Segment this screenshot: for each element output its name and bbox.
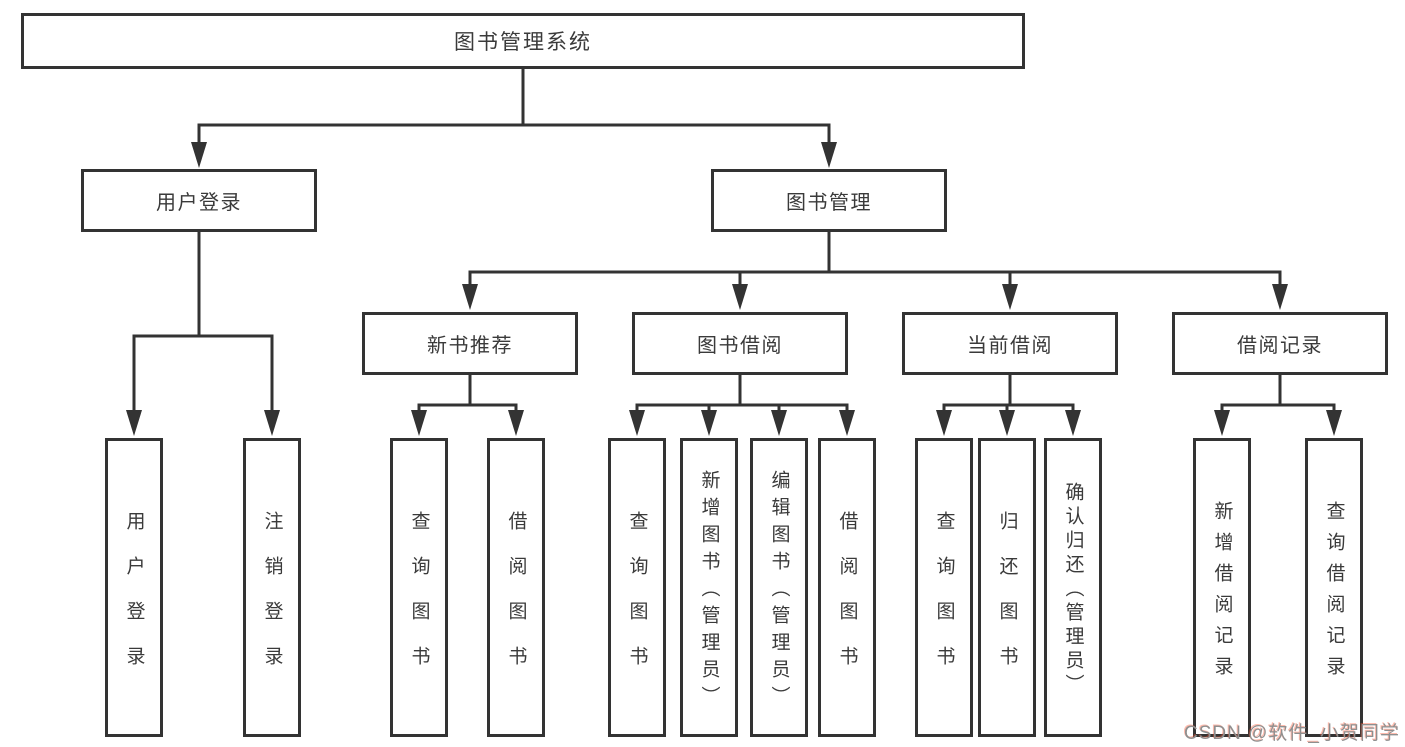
leaf-return-book: 归还图书 [978, 438, 1036, 737]
leaf-label: 注销登录 [261, 510, 283, 691]
leaf-record-add: 新增借阅记录 [1193, 438, 1251, 737]
leaf-confirm-return-admin: 确认归还（管理员） [1044, 438, 1102, 737]
leaf-borrow-add-admin: 新增图书（管理员） [680, 438, 738, 737]
node-new-book-recommend: 新书推荐 [362, 312, 578, 375]
leaf-label: 新增图书（管理员） [698, 470, 720, 713]
leaf-record-query: 查询借阅记录 [1305, 438, 1363, 737]
leaf-current-query: 查询图书 [915, 438, 973, 737]
leaf-borrow-book: 借阅图书 [818, 438, 876, 737]
leaf-newbook-query: 查询图书 [390, 438, 448, 737]
leaf-label: 查询图书 [933, 510, 955, 691]
leaf-label: 借阅图书 [505, 510, 527, 691]
leaf-label: 借阅图书 [836, 510, 858, 691]
node-book-management: 图书管理 [711, 169, 947, 232]
leaf-label: 查询图书 [408, 510, 430, 691]
leaf-label: 归还图书 [996, 510, 1018, 691]
node-borrow-record: 借阅记录 [1172, 312, 1388, 375]
node-current-borrow: 当前借阅 [902, 312, 1118, 375]
leaf-borrow-edit-admin: 编辑图书（管理员） [750, 438, 808, 737]
csdn-watermark: CSDN @软件_小贺同学 [1184, 723, 1400, 744]
leaf-logout: 注销登录 [243, 438, 301, 737]
leaf-label: 查询借阅记录 [1323, 500, 1345, 687]
node-root-system: 图书管理系统 [21, 13, 1025, 69]
leaf-label: 查询图书 [626, 510, 648, 691]
leaf-label: 确认归还（管理员） [1062, 482, 1084, 698]
node-user-login: 用户登录 [81, 169, 317, 232]
leaf-label: 编辑图书（管理员） [768, 470, 790, 713]
node-book-borrow: 图书借阅 [632, 312, 848, 375]
leaf-user-login: 用户登录 [105, 438, 163, 737]
leaf-label: 新增借阅记录 [1211, 500, 1233, 687]
leaf-borrow-query: 查询图书 [608, 438, 666, 737]
leaf-newbook-borrow: 借阅图书 [487, 438, 545, 737]
leaf-label: 用户登录 [123, 510, 145, 691]
